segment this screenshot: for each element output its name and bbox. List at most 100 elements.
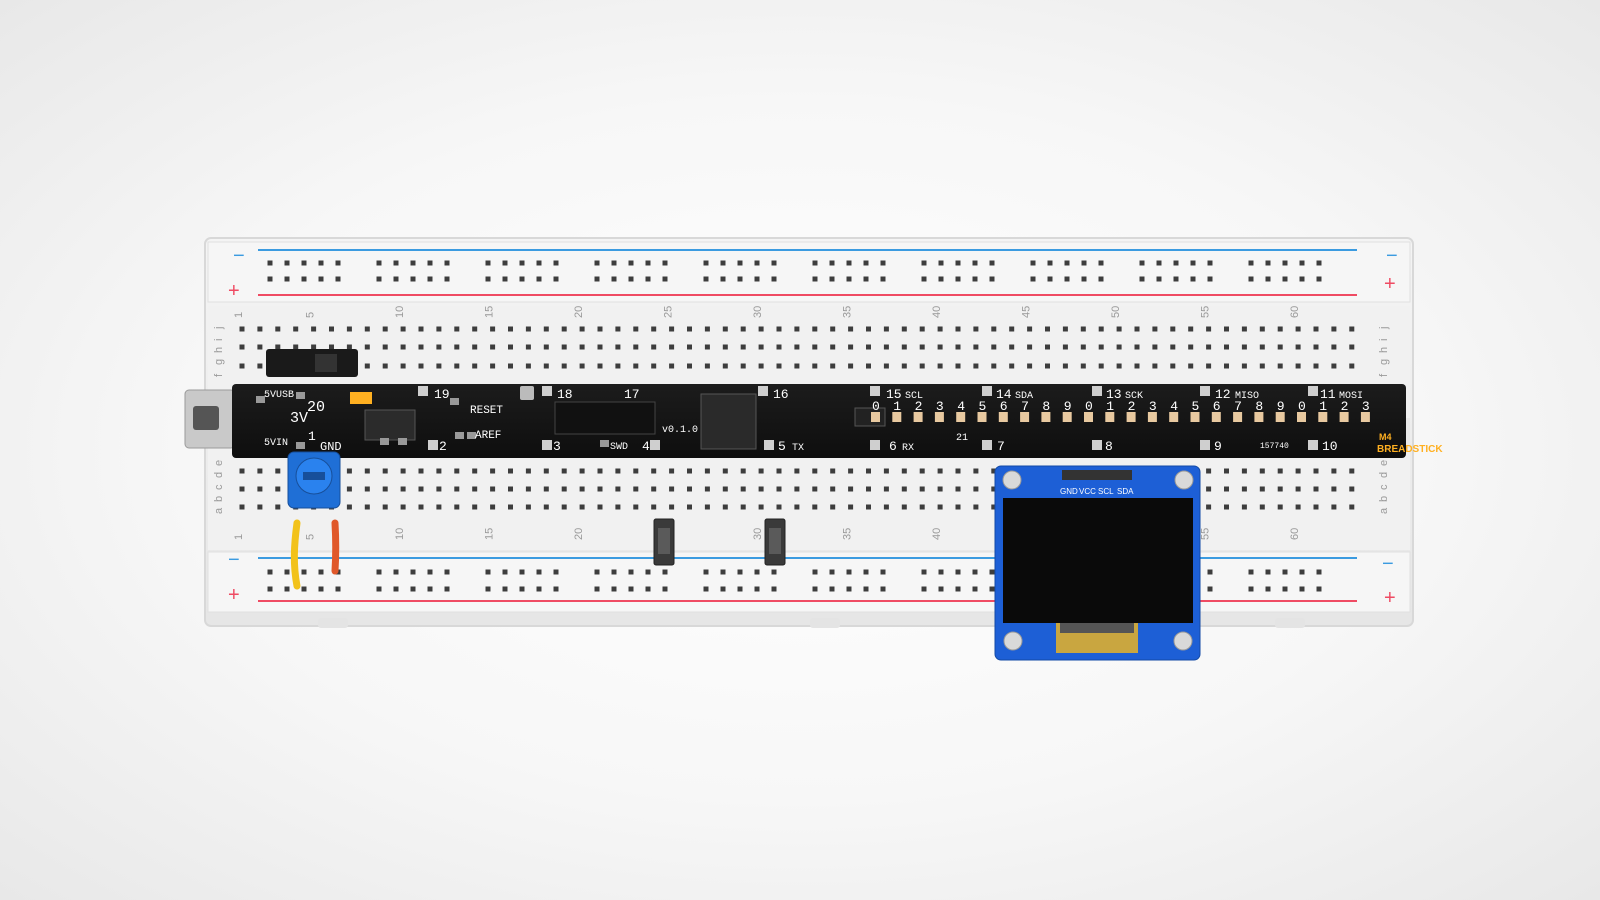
terminal-hole: [669, 363, 675, 369]
terminal-hole: [1224, 363, 1229, 369]
top-pin-label: 17: [624, 387, 640, 402]
rail-hole: [335, 586, 341, 592]
terminal-hole: [1152, 326, 1158, 332]
oled-mount-hole: [1173, 631, 1193, 651]
terminal-hole: [1349, 504, 1355, 510]
terminal-hole: [919, 344, 925, 350]
rail-hole: [594, 260, 600, 266]
terminal-hole: [239, 486, 245, 492]
terminal-hole: [651, 363, 657, 369]
rail-hole: [393, 276, 399, 282]
column-number: 50: [1110, 306, 1122, 318]
pin-pad: [982, 440, 992, 450]
terminal-hole: [830, 344, 836, 350]
terminal-hole: [543, 344, 549, 350]
terminal-hole: [1313, 344, 1319, 350]
terminal-hole: [937, 486, 943, 492]
terminal-hole: [311, 326, 317, 332]
usb-5v-label: 5V: [264, 390, 276, 401]
terminal-hole: [346, 344, 352, 350]
terminal-hole: [1313, 326, 1319, 332]
terminal-hole: [1206, 363, 1212, 369]
terminal-hole: [812, 344, 818, 350]
rail-hole: [771, 260, 777, 266]
rail-hole: [1207, 260, 1213, 266]
rail-hole: [1316, 586, 1322, 592]
oled-header: [1062, 470, 1132, 480]
terminal-hole: [651, 504, 657, 510]
pin-21-label: 21: [956, 433, 968, 444]
rail-hole: [1265, 569, 1271, 575]
rail-hole: [611, 586, 617, 592]
bottom-pin-label: 9: [1214, 439, 1222, 454]
rail-hole: [989, 586, 995, 592]
rail-hole: [553, 276, 559, 282]
led: [871, 412, 880, 422]
rail-hole: [846, 586, 852, 592]
terminal-hole: [633, 363, 639, 369]
rail-hole: [611, 276, 617, 282]
terminal-hole: [704, 326, 710, 332]
gnd-label: GND: [320, 440, 342, 454]
terminal-hole: [955, 504, 961, 510]
bottom-rail-plus-right: +: [1384, 587, 1396, 609]
led-digit: 3: [1362, 399, 1370, 414]
terminal-hole: [866, 504, 871, 510]
terminal-hole: [257, 326, 263, 332]
terminal-hole: [615, 344, 621, 350]
terminal-hole: [776, 344, 782, 350]
terminal-hole: [722, 504, 728, 510]
terminal-hole: [937, 344, 943, 350]
rail-hole: [1190, 276, 1196, 282]
rail-hole: [1282, 569, 1288, 575]
led-digit: 2: [1341, 399, 1349, 414]
terminal-hole: [1134, 326, 1140, 332]
terminal-hole: [704, 468, 710, 474]
rail-hole: [771, 569, 777, 575]
rail-hole: [703, 569, 709, 575]
terminal-hole: [776, 468, 782, 474]
oled-pin-label: SDA: [1117, 487, 1134, 496]
terminal-hole: [508, 344, 513, 350]
led: [1360, 412, 1370, 422]
terminal-hole: [1062, 363, 1068, 369]
terminal-hole: [758, 504, 764, 510]
pin-1-label: 1: [308, 429, 316, 444]
rail-hole: [284, 260, 290, 266]
terminal-hole: [901, 344, 907, 350]
rail-hole: [1299, 569, 1305, 575]
terminal-hole: [239, 326, 245, 332]
tactile-button-cap: [658, 528, 670, 554]
terminal-hole: [901, 486, 907, 492]
terminal-hole: [1313, 504, 1319, 510]
voltage-regulator: [364, 409, 416, 441]
column-number: 1: [233, 534, 245, 540]
terminal-hole: [1206, 504, 1212, 510]
pin-pad: [764, 440, 774, 450]
row-letter: e: [213, 460, 225, 466]
rail-hole: [519, 260, 525, 266]
rail-hole: [519, 586, 525, 592]
terminal-hole: [812, 363, 818, 369]
terminal-hole: [1277, 486, 1283, 492]
pin-pad: [758, 386, 768, 396]
terminal-hole: [400, 326, 406, 332]
terminal-hole: [508, 504, 513, 510]
row-letter: c: [213, 484, 225, 490]
terminal-hole: [901, 504, 907, 510]
terminal-hole: [722, 344, 728, 350]
terminal-hole: [257, 486, 263, 492]
terminal-hole: [740, 504, 746, 510]
rail-hole: [427, 260, 433, 266]
rail-hole: [662, 586, 668, 592]
rail-hole: [536, 276, 542, 282]
terminal-hole: [1188, 344, 1194, 350]
pin-pad: [418, 386, 428, 396]
usb-label: USB: [276, 390, 294, 401]
terminal-hole: [955, 468, 961, 474]
terminal-hole: [1206, 326, 1212, 332]
